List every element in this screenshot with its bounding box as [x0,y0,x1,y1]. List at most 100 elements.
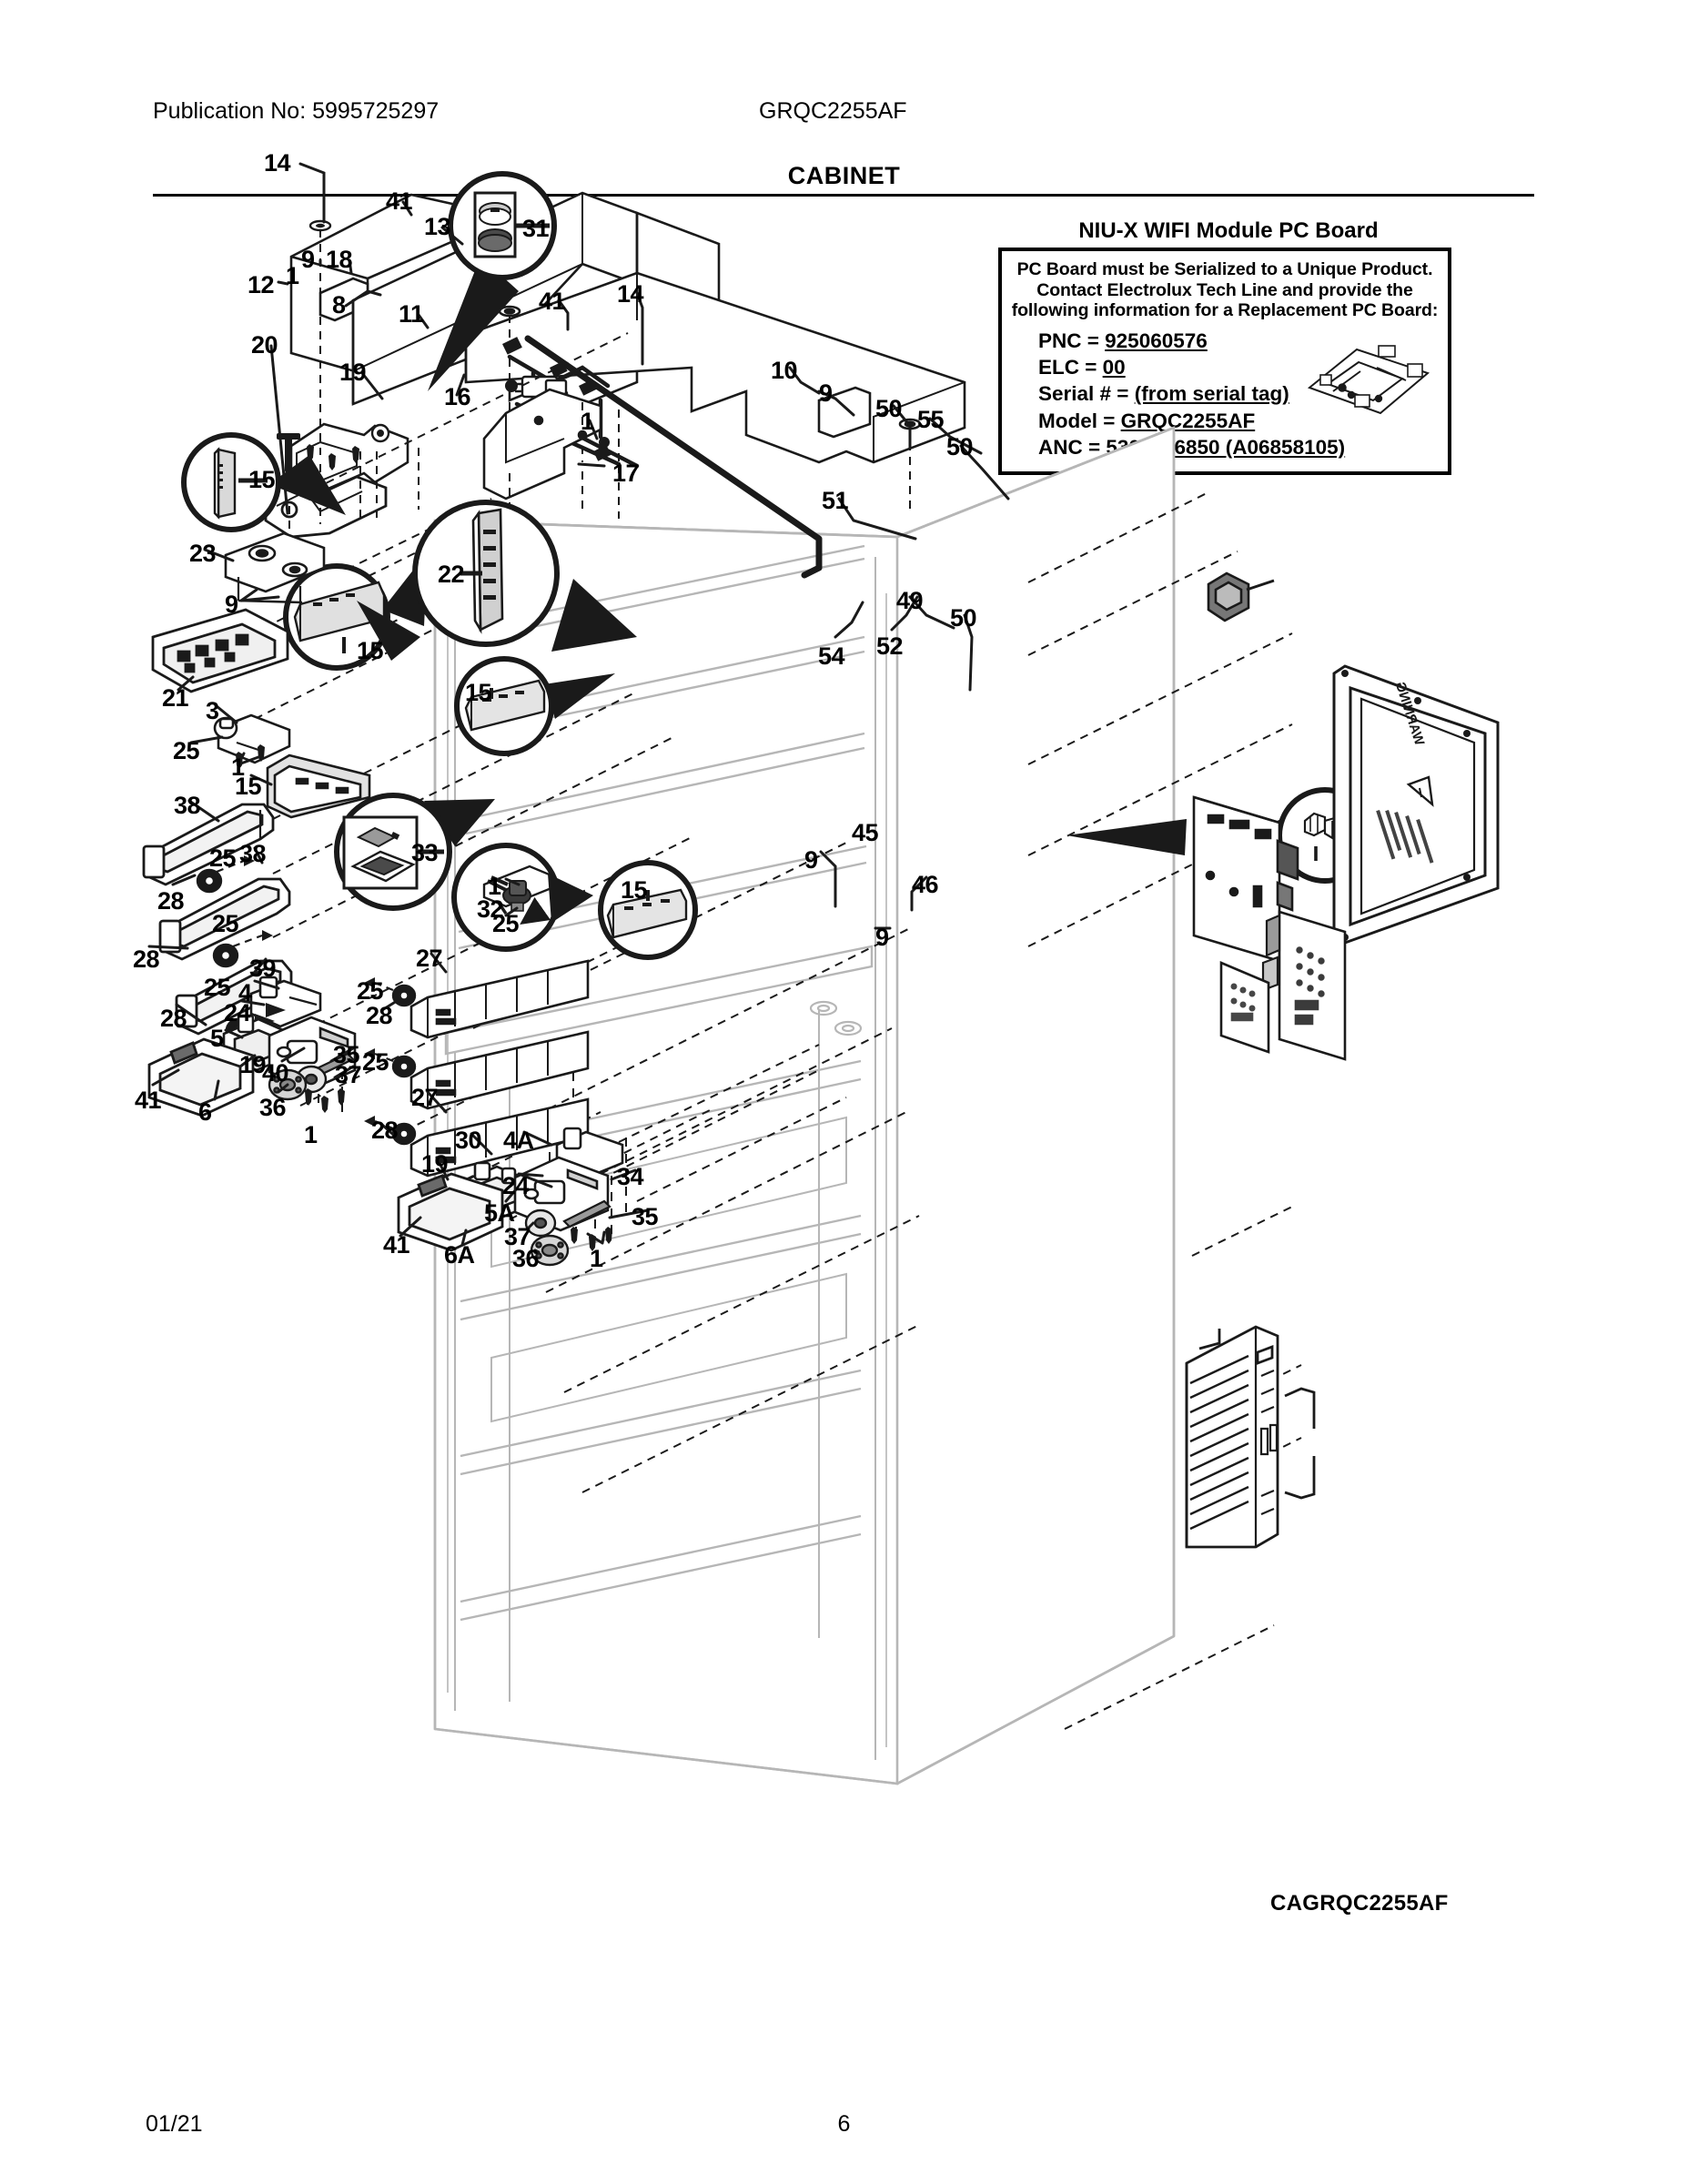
callout-5: 5 [210,1025,224,1052]
callout-41-c: 41 [135,1087,162,1114]
callout-20: 20 [251,331,278,359]
callout-38-a: 38 [174,792,201,819]
callout-37-b: 37 [504,1223,531,1250]
grille-clip-pointers [1199,1329,1314,1498]
callout-22: 22 [438,561,465,588]
rail-cap-28-group [393,986,415,1144]
page-header: Publication No: 5995725297 GRQC2255AF [0,98,1688,129]
callout-1-a: 1 [286,262,299,289]
control-housing-55 [1334,666,1498,943]
wifi-row-elc-label: ELC = [1038,356,1103,379]
callout-41-a: 41 [386,187,413,215]
fastener-50-marks [1341,670,1471,941]
callout-33: 33 [411,839,439,866]
water-valve-3 [215,715,289,763]
axle-35-bottom [564,1201,610,1227]
callout-35-a: 35 [333,1041,360,1068]
callout-28-a: 28 [157,887,185,915]
grommet-14-left [308,219,332,232]
wifi-module-title: NIU-X WIFI Module PC Board [1078,218,1379,243]
callout-6a: 6A [444,1241,475,1269]
callout-24-a: 24 [224,999,251,1026]
callout-4a: 4A [503,1127,534,1154]
toe-panel-21 [153,610,288,692]
wifi-row-model: Model = GRQC2255AF [1038,408,1442,434]
wifi-row-model-value: GRQC2255AF [1120,409,1256,432]
callout-8: 8 [332,291,346,318]
callout-9-c: 9 [225,591,238,618]
detail-bubble-31 [428,174,554,391]
callout-19-b: 19 [239,1051,267,1078]
callout-50-b: 50 [946,433,974,460]
callout-5a: 5A [484,1199,515,1227]
footer-date: 01/21 [146,2111,203,2137]
callout-6: 6 [198,1098,212,1126]
hinge-10 [1208,573,1248,621]
callout-1-f: 1 [590,1245,603,1272]
pc-board-illustration [1307,345,1430,415]
wifi-row-model-label: Model = [1038,409,1121,432]
callout-9-d: 9 [804,846,818,874]
callout-35-b: 35 [632,1203,659,1230]
callout-46: 46 [912,871,939,898]
callout-32: 32 [477,895,504,923]
wheel-36-bottom [531,1236,568,1265]
wifi-lead-line-2: Contact Electrolux Tech Line and provide… [1036,279,1413,300]
callout-15-e: 15 [621,876,648,904]
callout-15-b: 15 [357,637,384,664]
publication-number: Publication No: 5995725297 [153,98,440,124]
callout-45: 45 [852,819,879,846]
callout-1-d: 1 [488,873,501,900]
wifi-row-anc-label: ANC = [1038,435,1107,459]
callout-28-d: 28 [366,1002,393,1029]
callout-54: 54 [818,642,845,670]
wifi-lead-line-3: following information for a Replacement … [1011,300,1439,321]
callout-36-a: 36 [259,1094,287,1121]
wifi-row-serial: Serial # = (from serial tag) [1038,380,1442,407]
callout-34: 34 [617,1163,644,1190]
callout-1-c: 1 [231,753,245,781]
callout-27-a: 27 [416,945,443,972]
callout-37-a: 37 [335,1061,362,1088]
callout-1-b: 1 [581,408,594,435]
callout-25-g: 25 [362,1048,389,1076]
callout-41-b: 41 [539,288,566,315]
callout-50-a: 50 [875,395,903,422]
main-board-51 [1194,797,1298,961]
door-handle-38-mid [160,879,289,959]
wifi-module-info-box: PC Board must be Serialized to a Unique … [998,248,1451,476]
callout-10: 10 [771,357,798,384]
wifi-row-serial-value: (from serial tag) [1134,382,1289,406]
callout-15-a: 15 [248,466,276,493]
diagram-code: CAGRQC2255AF [1270,1891,1449,1916]
callout-31: 31 [522,215,550,242]
callout-24-b: 24 [502,1172,530,1199]
callout-36-b: 36 [512,1245,540,1272]
callout-14-top-left: 14 [264,149,291,177]
board-54 [1221,963,1269,1052]
callout-12: 12 [248,271,275,298]
callout-25-a: 25 [173,737,200,764]
rail-screw-25-group [375,983,393,1128]
page-footer: 01/21 6 [0,2075,1688,2184]
callout-55: 55 [917,406,945,433]
callout-25-d: 25 [492,910,520,937]
header-divider [153,194,1534,197]
cabinet-body [435,428,1174,1784]
callout-27-b: 27 [411,1084,439,1111]
callout-38-b: 38 [239,840,267,867]
wifi-row-pnc-value: 925060576 [1105,329,1208,352]
callout-19-a: 19 [339,359,367,386]
callout-52: 52 [876,632,904,660]
roller-37-bottom [526,1210,555,1236]
callout-9-b: 9 [819,379,833,407]
callout-51: 51 [822,487,849,514]
footer-page-number: 6 [837,2111,851,2137]
foot-cover-6a [399,1174,502,1250]
callout-39: 39 [249,955,277,982]
pin-12 [277,433,300,473]
callout-30: 30 [455,1127,482,1154]
callout-25-c: 25 [212,910,239,937]
